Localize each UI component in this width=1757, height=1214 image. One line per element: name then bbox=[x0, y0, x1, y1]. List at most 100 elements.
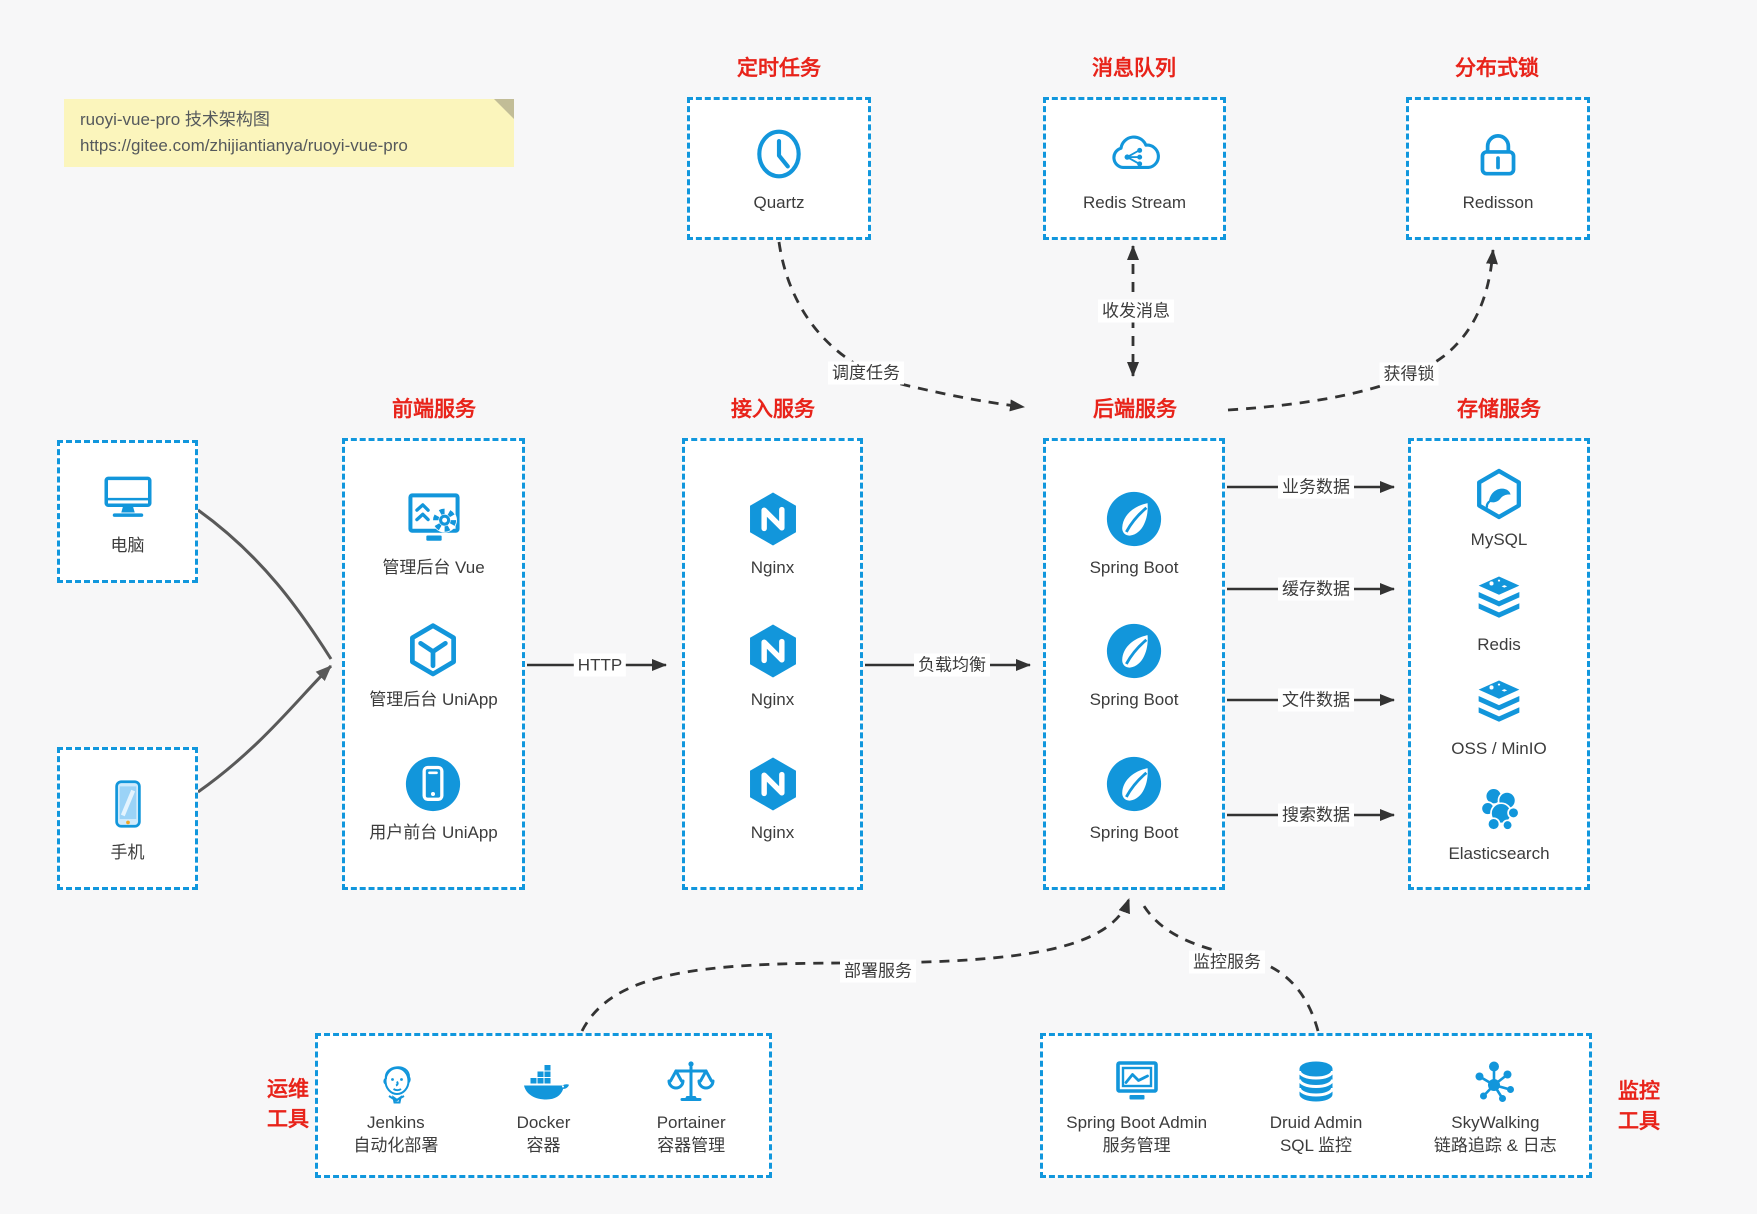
backend-item-springboot-1: Spring Boot bbox=[1089, 486, 1179, 578]
spring-boot-admin-icon bbox=[1109, 1054, 1165, 1110]
edge-label-deploy: 部署服务 bbox=[840, 959, 916, 983]
component-label: Spring Boot Admin bbox=[1066, 1113, 1208, 1132]
edge-label-monitor: 监控服务 bbox=[1189, 950, 1265, 974]
gateway-item-nginx-1: Nginx bbox=[740, 486, 806, 578]
monitoring-item-spring-boot-admin: Spring Boot Admin 服务管理 bbox=[1047, 1054, 1226, 1157]
group-title-scheduler: 定时任务 bbox=[737, 57, 821, 80]
backend-item-springboot-3: Spring Boot bbox=[1089, 751, 1179, 843]
nginx-icon bbox=[740, 751, 806, 817]
admin-vue-icon bbox=[401, 486, 467, 552]
component-label: Quartz bbox=[753, 192, 805, 212]
component-sublabel: 链路追踪 & 日志 bbox=[1433, 1136, 1557, 1155]
storage-item-redis: Redis bbox=[1469, 569, 1529, 655]
desktop-icon bbox=[99, 468, 157, 526]
component-label: SkyWalking bbox=[1451, 1113, 1540, 1132]
elasticsearch-icon bbox=[1469, 778, 1529, 838]
user-app-icon bbox=[400, 751, 466, 817]
note-url: https://gitee.com/zhijiantianya/ruoyi-vu… bbox=[80, 136, 408, 155]
redis-icon bbox=[1469, 569, 1529, 629]
storage-item-mysql: MySQL bbox=[1469, 464, 1529, 550]
druid-icon bbox=[1288, 1054, 1344, 1110]
edge-desktop-to-frontend bbox=[197, 508, 333, 660]
nginx-icon bbox=[740, 486, 806, 552]
sticky-note: ruoyi-vue-pro 技术架构图 https://gitee.com/zh… bbox=[64, 99, 514, 167]
cloud-stream-icon bbox=[1106, 125, 1164, 183]
edge-label-load-balance: 负载均衡 bbox=[914, 653, 990, 677]
component-label: Nginx bbox=[750, 557, 795, 577]
backend-item-springboot-2: Spring Boot bbox=[1090, 618, 1178, 710]
edge-mobile-to-frontend bbox=[197, 664, 333, 794]
storage-item-oss-minio: OSS / MinIO bbox=[1451, 673, 1547, 759]
component-label: Redis Stream bbox=[1083, 192, 1186, 212]
frontend-item-user-uniapp: 用户前台 UniApp bbox=[369, 751, 498, 843]
skywalking-icon bbox=[1467, 1054, 1523, 1110]
edge-label-search-data: 搜索数据 bbox=[1278, 803, 1354, 827]
edge-label-cache-data: 缓存数据 bbox=[1278, 577, 1354, 601]
storage-item-elasticsearch: Elasticsearch bbox=[1448, 778, 1550, 864]
group-title-lock: 分布式锁 bbox=[1455, 57, 1539, 80]
redisson-box: Redisson bbox=[1406, 97, 1590, 240]
ops-tools-label-line1: 运维 bbox=[267, 1078, 309, 1101]
component-label: 用户前台 UniApp bbox=[369, 822, 498, 842]
monitoring-item-druid: Druid Admin SQL 监控 bbox=[1226, 1054, 1405, 1157]
uniapp-cube-icon bbox=[400, 618, 466, 684]
monitoring-tools-box: Spring Boot Admin 服务管理 Druid Admin SQL 监… bbox=[1040, 1033, 1592, 1178]
edge-label-lock: 获得锁 bbox=[1379, 362, 1439, 386]
lock-icon bbox=[1469, 125, 1527, 183]
ops-tools-box: Jenkins 自动化部署 Docker 容器 Portainer 容器管理 bbox=[315, 1033, 772, 1178]
backend-column-box: Spring Boot Spring Boot Spring Boot bbox=[1043, 438, 1225, 890]
component-label: Jenkins bbox=[367, 1113, 425, 1132]
component-label: Portainer bbox=[656, 1113, 726, 1132]
component-sublabel: SQL 监控 bbox=[1279, 1136, 1353, 1155]
monitoring-tools-label: 监控 工具 bbox=[1618, 1077, 1660, 1137]
note-title: ruoyi-vue-pro 技术架构图 bbox=[80, 110, 270, 129]
edge-label-file-data: 文件数据 bbox=[1278, 688, 1354, 712]
component-label: Nginx bbox=[750, 690, 795, 709]
ops-tools-label-line2: 工具 bbox=[267, 1108, 309, 1131]
jenkins-icon bbox=[368, 1054, 424, 1110]
ops-tools-label: 运维 工具 bbox=[267, 1075, 309, 1135]
edge-label-messages: 收发消息 bbox=[1098, 299, 1174, 323]
monitoring-tools-label-line1: 监控 bbox=[1618, 1080, 1660, 1103]
monitoring-tools-label-line2: 工具 bbox=[1618, 1110, 1660, 1133]
component-label: Spring Boot bbox=[1089, 822, 1179, 842]
note-fold-corner bbox=[494, 99, 514, 119]
component-sublabel: 服务管理 bbox=[1102, 1136, 1171, 1155]
ops-item-jenkins: Jenkins 自动化部署 bbox=[322, 1054, 470, 1157]
component-label: 手机 bbox=[110, 842, 145, 862]
ops-item-portainer: Portainer 容器管理 bbox=[617, 1054, 765, 1157]
mobile-icon bbox=[99, 775, 157, 833]
spring-boot-icon bbox=[1101, 486, 1167, 552]
edge-label-business-data: 业务数据 bbox=[1278, 475, 1354, 499]
component-label: Elasticsearch bbox=[1448, 844, 1550, 864]
gateway-item-nginx-2: Nginx bbox=[740, 618, 806, 710]
column-title-storage: 存储服务 bbox=[1457, 398, 1541, 421]
component-sublabel: 自动化部署 bbox=[353, 1136, 439, 1155]
mysql-icon bbox=[1469, 464, 1529, 524]
edge-label-http: HTTP bbox=[573, 653, 627, 677]
frontend-item-vue: 管理后台 Vue bbox=[382, 486, 485, 578]
column-title-gateway: 接入服务 bbox=[731, 398, 815, 421]
component-label: 电脑 bbox=[110, 535, 145, 555]
component-label: Docker bbox=[516, 1113, 571, 1132]
component-sublabel: 容器管理 bbox=[657, 1136, 726, 1155]
component-label: Spring Boot bbox=[1089, 557, 1179, 577]
mobile-client-box: 手机 bbox=[57, 747, 198, 890]
component-label: Redisson bbox=[1462, 192, 1534, 212]
gateway-item-nginx-3: Nginx bbox=[740, 751, 806, 843]
storage-column-box: MySQL Redis OSS / MinIO Elasticsearch bbox=[1408, 438, 1590, 890]
edge-lock bbox=[1227, 249, 1498, 412]
column-title-frontend: 前端服务 bbox=[392, 398, 476, 421]
frontend-item-admin-uniapp: 管理后台 UniApp bbox=[369, 618, 498, 710]
component-label: MySQL bbox=[1470, 529, 1528, 549]
component-label: OSS / MinIO bbox=[1451, 739, 1547, 759]
quartz-box: Quartz bbox=[687, 97, 871, 240]
ops-item-docker: Docker 容器 bbox=[470, 1054, 618, 1157]
docker-icon bbox=[516, 1054, 572, 1110]
component-label: Druid Admin bbox=[1269, 1113, 1363, 1132]
frontend-column-box: 管理后台 Vue 管理后台 UniApp 用户前台 UniApp bbox=[342, 438, 525, 890]
component-label: 管理后台 UniApp bbox=[369, 690, 498, 709]
portainer-icon bbox=[663, 1054, 719, 1110]
redis-stream-box: Redis Stream bbox=[1043, 97, 1226, 240]
storage-stack-icon bbox=[1469, 673, 1529, 733]
